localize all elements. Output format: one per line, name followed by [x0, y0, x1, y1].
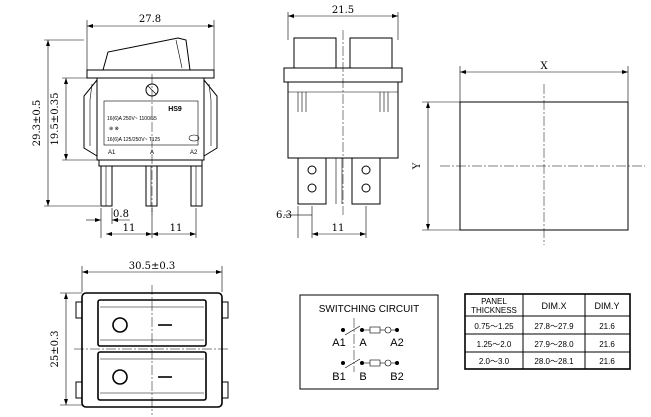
terminal-a-label: A [150, 150, 154, 156]
cert-marks: ⊕ ⊗ [109, 126, 119, 132]
front-terminals [100, 165, 203, 207]
side-bottom-dimensions: 6.3 11 [276, 206, 367, 238]
spring-clip-right [203, 79, 218, 157]
table-cell: 21.6 [599, 357, 615, 366]
front-width-dimension: 27.8 [86, 14, 215, 70]
side-terminal-label: 6.3 [276, 210, 292, 221]
table-cell: 27.9～28.0 [534, 340, 574, 349]
table-cell: 0.75～1.25 [474, 322, 514, 331]
circuit-title: SWITCHING CIRCUIT [319, 304, 420, 315]
dim-y-label: Y [412, 162, 423, 170]
top-width-label: 30.5±0.3 [129, 261, 176, 272]
off-symbol-icon [112, 317, 128, 333]
rocker-actuator [102, 37, 191, 71]
lower-rocker [97, 351, 207, 401]
table-cell: 21.6 [599, 340, 615, 349]
side-terminals [297, 157, 381, 205]
terminal-a1-label: A1 [108, 150, 116, 156]
front-bottom-dimensions: 0.8 11 11 [86, 208, 197, 238]
header-dim-y: DIM.Y [594, 301, 619, 311]
front-view: 27.8 HS9 16(6)A 250V~ 1100/55 ⊕ ⊗ 16(6)A… [32, 14, 218, 238]
terminal-b: B [359, 371, 366, 383]
dim-x-label: X [540, 61, 548, 72]
terminal-width-label: 0.8 [113, 209, 129, 220]
front-body-height-label: 19.5±0.35 [50, 93, 61, 146]
terminal-b1: B1 [332, 371, 345, 383]
table-cell: 28.0～28.1 [534, 357, 574, 366]
model-text: HS9 [168, 106, 182, 113]
off-symbol-icon [112, 369, 128, 385]
table-cell: 1.25～2.0 [477, 340, 512, 349]
top-height-dimension: 25±0.3 [50, 292, 82, 406]
table-cell: 27.8～27.9 [534, 322, 574, 331]
rating-line-1: 16(6)A 250V~ 1100/55 [107, 116, 157, 122]
rating-line-2: 16(6)A 125/250V~ T125 [107, 137, 160, 143]
pitch-left-label: 11 [123, 223, 136, 234]
front-height-dimension: 29.3±0.5 19.5±0.35 [32, 39, 100, 207]
front-total-height-label: 29.3±0.5 [32, 100, 43, 147]
terminal-a: A [359, 337, 367, 349]
side-view: 21.5 [276, 5, 403, 238]
terminal-a2-label: A2 [190, 150, 198, 156]
terminal-a2: A2 [390, 337, 403, 349]
table-cell: 2.0～3.0 [479, 357, 510, 366]
pitch-right-label: 11 [170, 223, 183, 234]
panel-cutout-view: X Y [412, 61, 645, 245]
spring-clip-left [83, 79, 98, 157]
side-pitch-label: 11 [332, 223, 345, 234]
svg-text:THICKNESS: THICKNESS [471, 306, 517, 315]
top-height-label: 25±0.3 [50, 330, 61, 367]
side-width-dimension: 21.5 [287, 5, 399, 40]
side-width-label: 21.5 [332, 5, 354, 16]
table-cell: 21.6 [599, 322, 615, 331]
header-dim-x: DIM.X [541, 301, 566, 311]
front-width-label: 27.8 [139, 14, 161, 25]
header-panel-thickness: PANEL [481, 297, 507, 306]
top-width-dimension: 30.5±0.3 [81, 261, 223, 292]
terminal-a1: A1 [332, 337, 345, 349]
panel-thickness-table: PANEL THICKNESS DIM.X DIM.Y 0.75～1.25 27… [464, 293, 631, 370]
switching-circuit: SWITCHING CIRCUIT A1 A A2 B1 B B2 [299, 294, 439, 390]
rating-label [103, 100, 199, 146]
terminal-b2: B2 [390, 371, 403, 383]
switch-housing [86, 69, 215, 79]
top-view: 30.5±0.3 25±0.3 [50, 261, 230, 415]
